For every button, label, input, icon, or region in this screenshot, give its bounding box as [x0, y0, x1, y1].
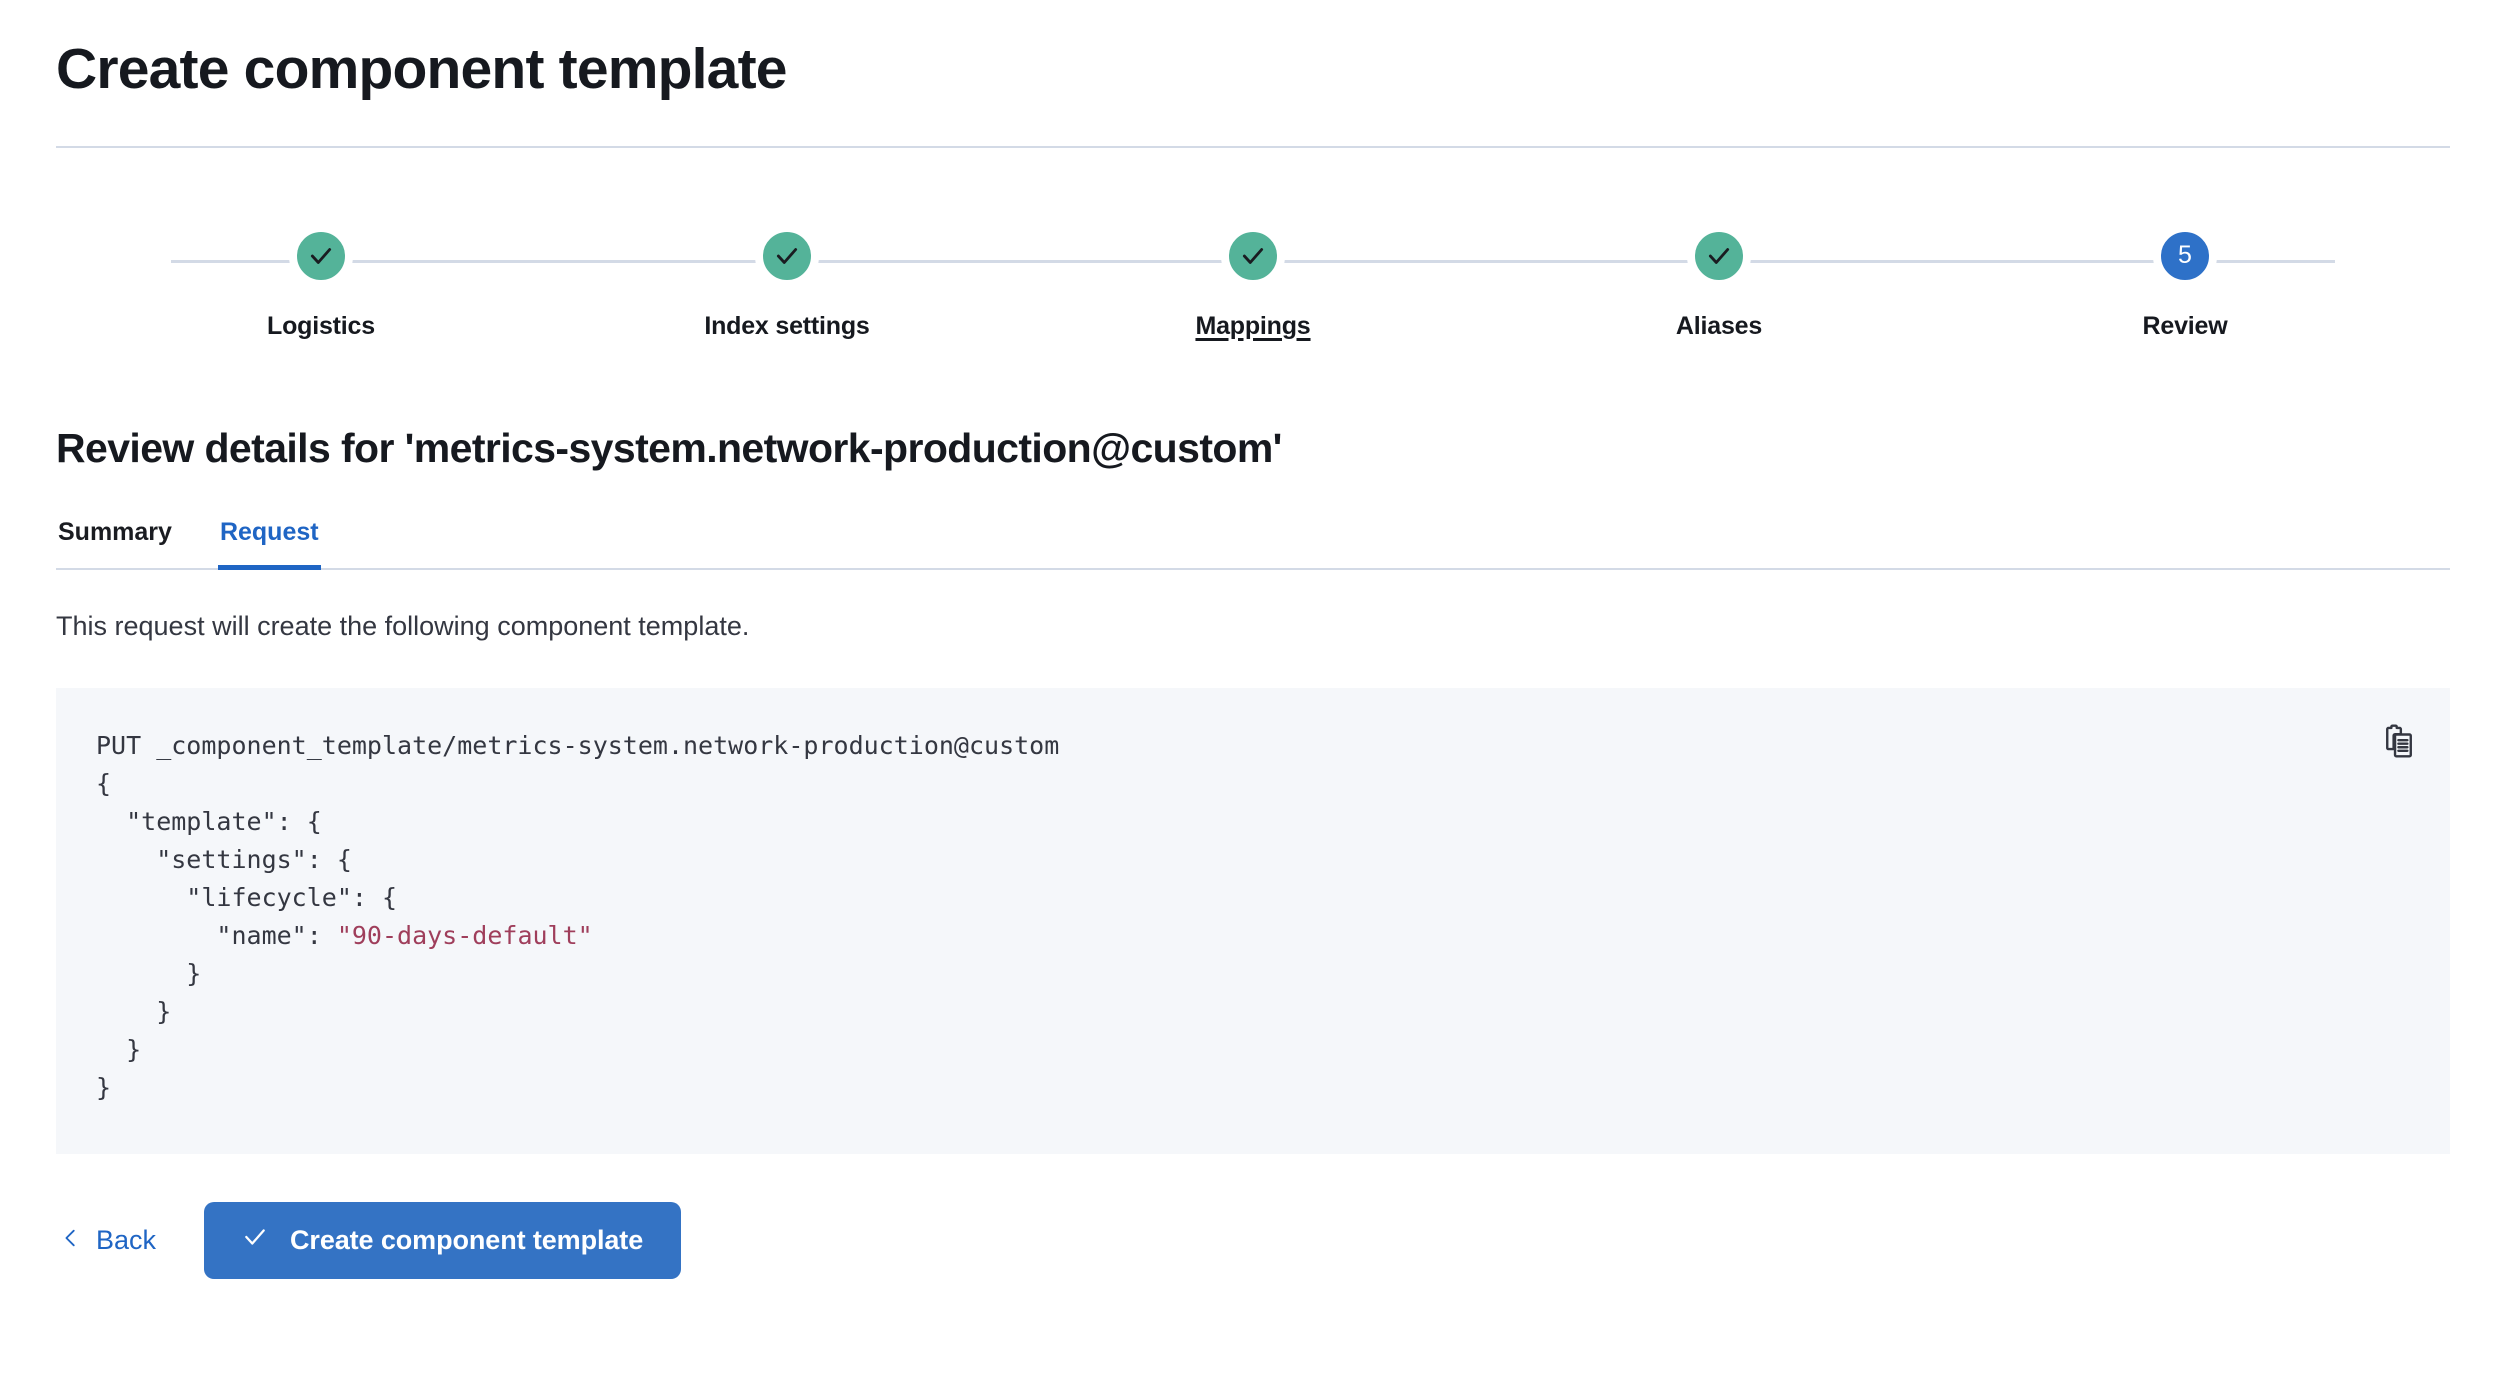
review-tabs: Summary Request	[56, 518, 2450, 570]
request-code[interactable]: PUT _component_template/metrics-system.n…	[56, 728, 2450, 1108]
check-icon	[1240, 243, 1266, 269]
step-index-settings-label: Index settings	[704, 311, 870, 340]
step-logistics[interactable]: Logistics	[171, 223, 471, 341]
code-line-0: {	[96, 768, 112, 798]
code-line-6: }	[96, 996, 172, 1026]
code-line-8: }	[96, 1072, 112, 1102]
code-string-value: "90-days-default"	[336, 920, 593, 950]
step-index-settings-circle[interactable]	[755, 223, 819, 288]
step-aliases[interactable]: Aliases	[1569, 223, 1869, 341]
code-line-3: "lifecycle": {	[96, 882, 398, 912]
code-line-7: }	[96, 1034, 142, 1064]
step-index-settings[interactable]: Index settings	[637, 223, 937, 341]
step-aliases-label: Aliases	[1675, 311, 1763, 340]
step-logistics-circle[interactable]	[289, 223, 353, 288]
step-aliases-circle[interactable]	[1687, 223, 1751, 288]
title-divider	[56, 145, 2450, 148]
check-icon	[308, 243, 334, 269]
create-component-template-button[interactable]: Create component template	[204, 1201, 682, 1279]
chevron-left-icon	[60, 1225, 82, 1256]
create-component-template-label: Create component template	[290, 1224, 644, 1255]
tab-summary[interactable]: Summary	[56, 518, 174, 568]
copy-clipboard-icon[interactable]	[2372, 714, 2426, 768]
request-code-block: PUT _component_template/metrics-system.n…	[56, 687, 2450, 1154]
step-logistics-label: Logistics	[267, 311, 375, 340]
code-method-line: PUT _component_template/metrics-system.n…	[96, 730, 1060, 760]
code-line-4: "name":	[96, 920, 337, 950]
step-review[interactable]: 5 Review	[2035, 223, 2335, 341]
check-icon	[1706, 243, 1732, 269]
back-button[interactable]: Back	[56, 1217, 160, 1264]
page-title: Create component template	[56, 37, 787, 101]
step-review-number: 5	[2178, 241, 2192, 270]
step-mappings[interactable]: Mappings	[1103, 223, 1403, 341]
step-review-label: Review	[2142, 311, 2228, 340]
check-icon	[774, 243, 800, 269]
back-button-label: Back	[96, 1224, 157, 1255]
footer-actions: Back Create component template	[56, 1201, 2450, 1279]
wizard-stepper: Logistics Index settings Mappings	[56, 223, 2450, 341]
step-review-circle[interactable]: 5	[2153, 223, 2217, 288]
code-line-5: }	[96, 958, 202, 988]
code-line-2: "settings": {	[96, 844, 352, 874]
review-heading: Review details for 'metrics-system.netwo…	[56, 424, 1282, 471]
code-line-1: "template": {	[96, 806, 322, 836]
check-icon	[242, 1224, 268, 1257]
tab-request[interactable]: Request	[217, 518, 321, 570]
step-mappings-label[interactable]: Mappings	[1195, 311, 1311, 340]
step-mappings-circle[interactable]	[1221, 223, 1285, 288]
request-description: This request will create the following c…	[56, 610, 750, 641]
